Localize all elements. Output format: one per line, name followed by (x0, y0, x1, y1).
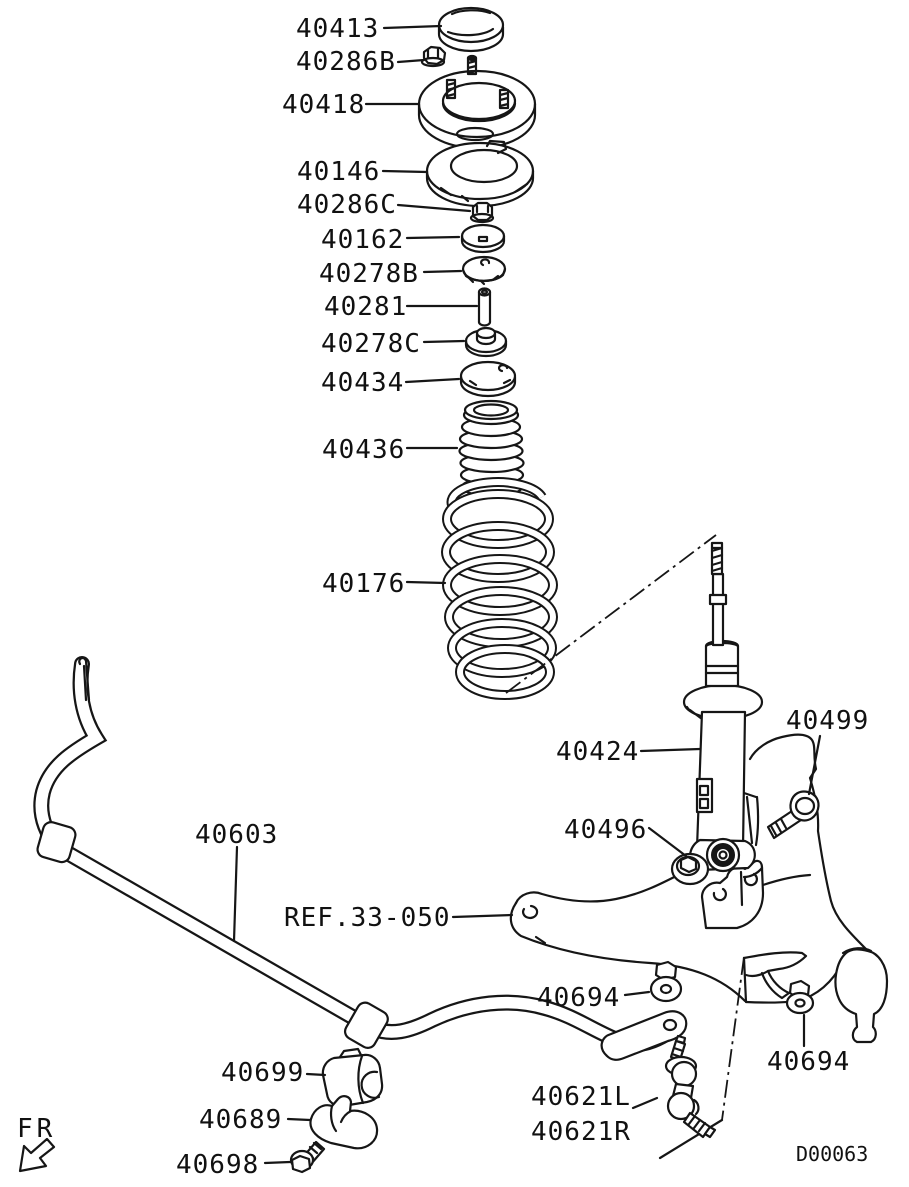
strut-mount-drawing-40418 (417, 54, 537, 150)
part-label-40694-right: 40694 (767, 1047, 850, 1077)
fr-arrow-icon (18, 1137, 56, 1173)
part-label-40146: 40146 (297, 157, 380, 187)
link-center-axis-line (721, 956, 745, 1121)
stabilizer-mount-tab-drawing (742, 951, 808, 1004)
part-label-40418: 40418 (282, 90, 365, 120)
front-direction-arrow (18, 1137, 56, 1173)
part-label-40286B: 40286B (296, 47, 396, 77)
part-label-40499: 40499 (786, 706, 869, 736)
cap-drawing-40413 (437, 6, 505, 53)
bump-stop-lower-drawing-40278C (464, 326, 508, 358)
part-label-40434: 40434 (321, 368, 404, 398)
cup-drawing-40434 (459, 360, 517, 398)
coil-spring-drawing-40176 (441, 477, 558, 700)
knuckle-outline-drawing (742, 733, 889, 1044)
front-direction-label: FR (17, 1114, 56, 1144)
bump-stop-upper-drawing-40278B (461, 255, 507, 286)
part-label-40621L: 40621L (531, 1082, 631, 1112)
stabilizer-link-drawing-40621 (664, 1034, 717, 1139)
part-label-40621R: 40621R (531, 1117, 631, 1147)
spring-seat-drawing-40146 (425, 139, 535, 208)
nut-drawing-40286C (469, 201, 495, 224)
bushing-bracket-drawing-40689 (309, 1095, 379, 1150)
reference-label: REF.33-050 (284, 903, 451, 933)
part-label-40603: 40603 (195, 820, 278, 850)
lower-arm-drawing (509, 867, 812, 1003)
bolt-drawing-40499 (766, 790, 820, 840)
leader-lines (232, 24, 822, 1165)
nut-drawing-40496 (670, 852, 710, 886)
part-label-40699: 40699 (221, 1058, 304, 1088)
strut-bracket-drawing (700, 859, 765, 930)
part-label-40278C: 40278C (321, 329, 421, 359)
part-label-40436: 40436 (322, 435, 405, 465)
part-label-40413: 40413 (296, 14, 379, 44)
part-label-40496: 40496 (564, 815, 647, 845)
nut-drawing-40694-right (785, 979, 815, 1015)
part-label-40281: 40281 (324, 292, 407, 322)
part-label-40694-left: 40694 (537, 983, 620, 1013)
nut-drawing-40694-left (649, 960, 683, 1003)
spacer-drawing-40281 (477, 287, 492, 327)
part-label-40286C: 40286C (297, 190, 397, 220)
link-axis-tail-line (658, 1118, 724, 1160)
part-label-40278B: 40278B (319, 259, 419, 289)
bolt-drawing-40698 (289, 1140, 326, 1174)
shock-absorber-drawing-40424 (682, 541, 764, 873)
part-label-40424: 40424 (556, 737, 639, 767)
part-label-40689: 40689 (199, 1105, 282, 1135)
stabilizer-bar-drawing-40603 (33, 656, 688, 1061)
drawing-code-label: D00063 (796, 1142, 868, 1166)
part-label-40698: 40698 (176, 1150, 259, 1180)
washer-drawing-40162 (460, 223, 506, 254)
nut-drawing-40286B (420, 45, 447, 68)
part-label-40176: 40176 (322, 569, 405, 599)
stabilizer-bushing-drawing-40699 (321, 1047, 384, 1108)
part-label-40162: 40162 (321, 225, 404, 255)
strut-center-axis-line (505, 534, 717, 694)
